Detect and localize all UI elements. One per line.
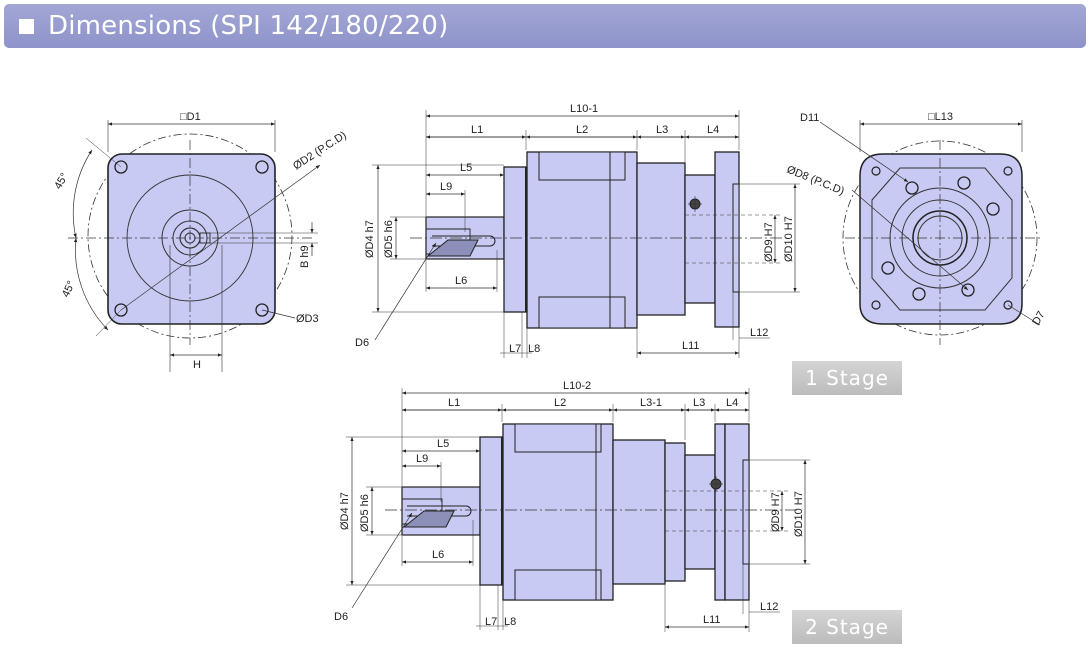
dim-l13-label: □L13 [928, 111, 953, 123]
dim-l3-label: L3 [693, 397, 705, 409]
dim-d9-label: ØD9 H7 [763, 222, 775, 262]
dim-l7-label: L7 [509, 343, 521, 355]
side-view-2-stage: L10-2 L1 L2 L3-1 L3 L4 L5 L9 L6 ØD4 h7 Ø… [334, 380, 810, 632]
dim-l11-label: L11 [703, 614, 721, 626]
square-bullet-icon [19, 19, 34, 34]
dim-d1-label: □D1 [180, 111, 201, 123]
dim-d4-label: ØD4 h7 [364, 220, 376, 258]
dim-l2-label: L2 [554, 397, 566, 409]
dim-l9-label: L9 [416, 453, 428, 465]
dim-l10-2-label: L10-2 [563, 380, 591, 392]
dim-l5-label: L5 [460, 162, 472, 174]
dim-l12-label: L12 [760, 601, 778, 613]
side-view-1-stage: L10-1 L1 L2 L3 L4 L5 L9 L6 ØD4 h7 ØD5 h6 [355, 103, 800, 358]
dim-l2-label: L2 [576, 124, 588, 136]
dim-d10-label: ØD10 H7 [793, 491, 805, 537]
dim-l6-label: L6 [455, 275, 467, 287]
dim-d2-label: ØD2 (P.C.D) [291, 129, 349, 172]
stage-2-badge: 2 Stage [792, 610, 902, 644]
dim-l5-label: L5 [437, 438, 449, 450]
dim-d10-label: ØD10 H7 [783, 216, 795, 262]
angle-top-label: 45° [52, 171, 71, 191]
section-header: Dimensions (SPI 142/180/220) [4, 4, 1086, 48]
dim-d7-label: D7 [1030, 309, 1047, 327]
dim-l1-label: L1 [448, 397, 460, 409]
dim-l3-1-label: L3-1 [640, 397, 662, 409]
dim-l8-label: L8 [504, 616, 516, 628]
dim-l1-label: L1 [471, 124, 483, 136]
front-view: □D1 ØD2 (P.C.D) ØD3 B h9 H 45° 45° [52, 111, 349, 372]
dim-h-label: H [193, 359, 201, 371]
stage-1-badge: 1 Stage [792, 361, 902, 395]
dim-d5-label: ØD5 h6 [359, 494, 371, 532]
dim-l4-label: L4 [707, 124, 719, 136]
dim-l7-label: L7 [485, 616, 497, 628]
dim-l11-label: L11 [682, 340, 700, 352]
dim-l4-label: L4 [726, 397, 738, 409]
dim-d3-label: ØD3 [296, 313, 319, 325]
dim-d5-label: ØD5 h6 [383, 220, 395, 258]
dim-d9-label: ØD9 H7 [770, 492, 782, 532]
rear-view: □L13 D11 ØD8 (P.C.D) D7 [785, 111, 1048, 345]
dim-b-label: B h9 [299, 245, 311, 268]
dim-l3-label: L3 [656, 124, 668, 136]
dim-l10-1-label: L10-1 [570, 103, 598, 115]
bolt-pattern-icon [871, 166, 1013, 310]
dim-d4-label: ØD4 h7 [339, 492, 351, 530]
mounting-hole-icon [114, 160, 269, 317]
section-title: Dimensions (SPI 142/180/220) [48, 11, 449, 41]
dim-d8-label: ØD8 (P.C.D) [785, 164, 846, 198]
angle-bottom-label: 45° [60, 279, 78, 299]
dim-l8-label: L8 [528, 343, 540, 355]
dim-d11-label: D11 [800, 112, 819, 124]
dim-l9-label: L9 [440, 181, 452, 193]
dim-l12-label: L12 [750, 327, 768, 339]
dim-l6-label: L6 [432, 549, 444, 561]
dim-d6-label: D6 [334, 611, 348, 623]
dim-d6-label: D6 [355, 337, 369, 349]
